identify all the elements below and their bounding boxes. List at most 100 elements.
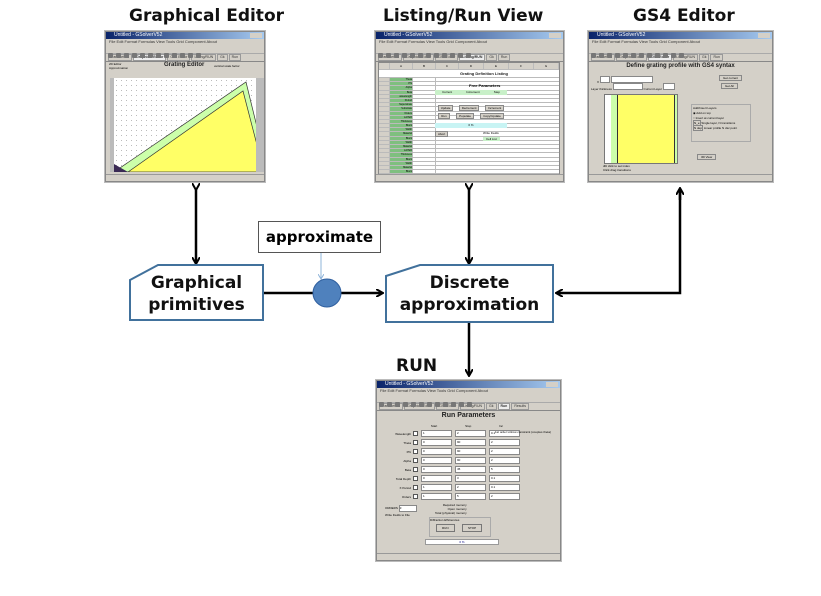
run-param-start-input[interactable]: 1 [421,484,452,491]
run-param-stop-input[interactable]: 90 [455,439,486,446]
get-all-button[interactable]: Get All [721,83,738,89]
row-value[interactable] [413,107,436,111]
x-input[interactable] [599,76,610,83]
tab[interactable]: Listing/RUN [673,54,698,61]
run-param-stop-input[interactable]: 5 [455,493,486,500]
row-value[interactable] [413,140,436,144]
checkbox-2d-editor[interactable]: 2D Editor [109,62,122,66]
row-value[interactable] [413,94,436,98]
run-param-start-input[interactable]: 0 [421,466,452,473]
tab[interactable]: Run [228,54,242,61]
tab[interactable]: Gk [486,54,497,61]
run-param-stop-input[interactable]: 90 [455,448,486,455]
row-value[interactable] [413,145,436,149]
row-value[interactable] [413,157,436,161]
row-value[interactable] [413,115,436,119]
stop-button[interactable]: STOP [462,524,483,532]
n-e-button[interactable]: N_e [693,120,701,126]
tab[interactable]: Run [710,54,723,61]
increment-button[interactable]: Increment [484,105,505,111]
run-param-start-input[interactable]: 0 [421,457,452,464]
orders-input[interactable]: 3 [398,505,417,512]
littrow-checkbox[interactable]: 1st order Littrow constraint (couples th… [495,430,552,434]
layer-thickness-input[interactable] [612,83,643,90]
tab[interactable]: GS4 Editor [167,54,191,61]
row-value[interactable] [413,124,436,128]
run-param-checkbox[interactable] [413,449,418,454]
run-param-checkbox[interactable] [413,467,418,472]
row-value[interactable] [413,132,436,136]
tab-active[interactable]: Run [497,403,511,410]
abort-button[interactable]: Abort [435,131,449,137]
row-value[interactable] [413,165,436,170]
run-param-inc-input[interactable]: 0.1 [489,475,520,482]
tab[interactable]: Gk [217,54,228,61]
run-param-inc-input[interactable]: 2 [489,448,520,455]
n-dep-button[interactable]: N dep [693,125,704,131]
tab-active[interactable]: Listing/RUN [459,54,486,61]
3d-view-button[interactable]: 3D View [697,154,717,160]
run-param-checkbox[interactable] [413,458,418,463]
row-value[interactable] [413,90,436,94]
run-param-checkbox[interactable] [413,476,418,481]
row-value[interactable] [413,103,436,107]
run-param-checkbox[interactable] [413,485,418,490]
run-param-start-input[interactable]: 0 [421,439,452,446]
radio-insert-current[interactable]: ○ Insert at current layer [693,116,725,120]
tab[interactable]: Listing/RUN [460,403,486,410]
run-param-stop-input[interactable]: 45 [455,466,486,473]
row-value[interactable] [413,161,436,165]
run-button[interactable]: RUN [436,524,455,532]
row-value[interactable] [413,98,436,103]
run-param-start-input[interactable]: 1 [421,430,452,437]
populate-button[interactable]: Populate [456,113,474,119]
run-param-inc-input[interactable]: 0.1 [489,484,520,491]
row-value[interactable] [413,170,436,174]
write-fields-checkbox[interactable]: Write Fields [483,131,499,135]
run-param-inc-input[interactable]: 2 [489,493,520,500]
run-param-stop-input[interactable]: 3 [455,475,486,482]
row-value[interactable] [413,119,436,124]
current-layer-input[interactable] [662,83,675,90]
x-value-input[interactable] [610,76,653,83]
scrollbar[interactable] [256,78,264,172]
row-value[interactable] [413,78,436,82]
row-value[interactable] [413,86,436,90]
cell-list-button[interactable]: Cell List [483,137,500,141]
tab[interactable]: Gk [486,403,497,410]
row-value[interactable] [413,153,436,157]
get-current-button[interactable]: Get current [719,75,743,81]
run-param-inc-input[interactable]: 5 [489,466,520,473]
tab[interactable]: Run [497,54,511,61]
run-param-inc-input[interactable]: 2 [489,457,520,464]
run-button[interactable]: Run [438,113,450,119]
run-param-stop-input[interactable]: 2 [455,430,486,437]
row-value[interactable] [413,136,436,140]
decrement-button[interactable]: Decrement [458,105,480,111]
copy-update-button[interactable]: Copy/Update [480,113,504,119]
row-value[interactable] [413,149,436,153]
row-value[interactable] [413,82,436,86]
row-value[interactable] [413,128,436,132]
run-param-stop-input[interactable]: 90 [455,457,486,464]
tab[interactable]: Gk [698,54,710,61]
row-value[interactable] [413,111,436,115]
row-label: Theta [390,78,413,82]
run-param-start-input[interactable]: 0 [421,448,452,455]
drawing-canvas[interactable] [110,78,256,172]
run-param-start-input[interactable]: 0 [421,475,452,482]
radio-add-on-top[interactable]: ◉ Add on top [693,111,711,115]
checkbox-approximation[interactable]: Approximation [109,66,129,70]
run-param-inc-input[interactable]: 2 [489,439,520,446]
run-param-start-input[interactable]: 1 [421,493,452,500]
tab[interactable]: Results [511,403,529,410]
run-param-checkbox[interactable] [413,431,418,436]
layer-profile-view[interactable] [604,94,678,164]
update-button[interactable]: Update [437,105,454,111]
listing-row: Block [379,157,559,162]
run-param-checkbox[interactable] [413,440,418,445]
run-param-checkbox[interactable] [413,494,418,499]
run-param-inc-input[interactable]: 0.1 [489,430,520,437]
run-param-stop-input[interactable]: 2 [455,484,486,491]
write-fields-checkbox[interactable]: Write Fields to File [385,513,410,517]
